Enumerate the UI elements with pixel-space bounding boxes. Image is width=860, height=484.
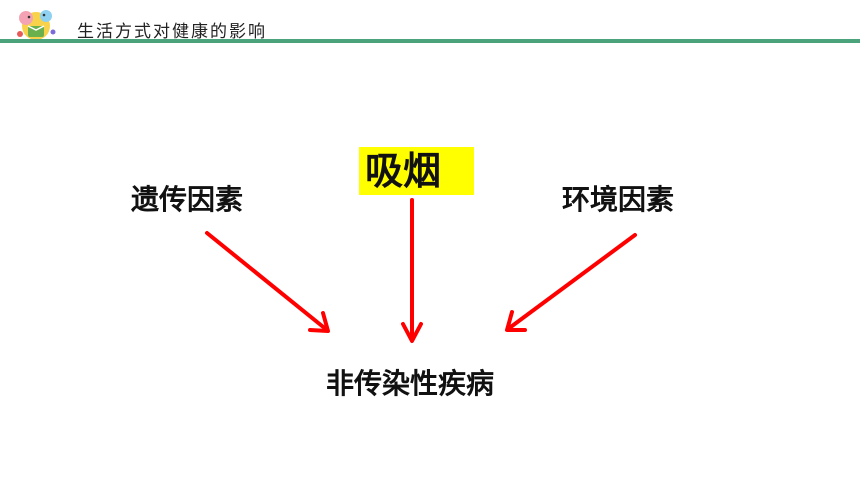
arrow-smoking-to-disease — [401, 198, 423, 343]
factor-genetic: 遗传因素 — [131, 183, 244, 216]
arrow-environment-to-disease — [505, 233, 637, 332]
page-title: 生活方式对健康的影响 — [77, 22, 267, 42]
outcome-noncommunicable-disease: 非传染性疾病 — [326, 367, 495, 400]
kids-reading-logo-icon — [17, 10, 56, 40]
header-divider — [0, 39, 860, 43]
factor-smoking: 吸烟 — [359, 147, 474, 195]
header-bar: 生活方式对健康的影响 — [0, 0, 860, 46]
factor-environment: 环境因素 — [562, 183, 675, 216]
arrow-genetic-to-disease — [205, 231, 330, 333]
